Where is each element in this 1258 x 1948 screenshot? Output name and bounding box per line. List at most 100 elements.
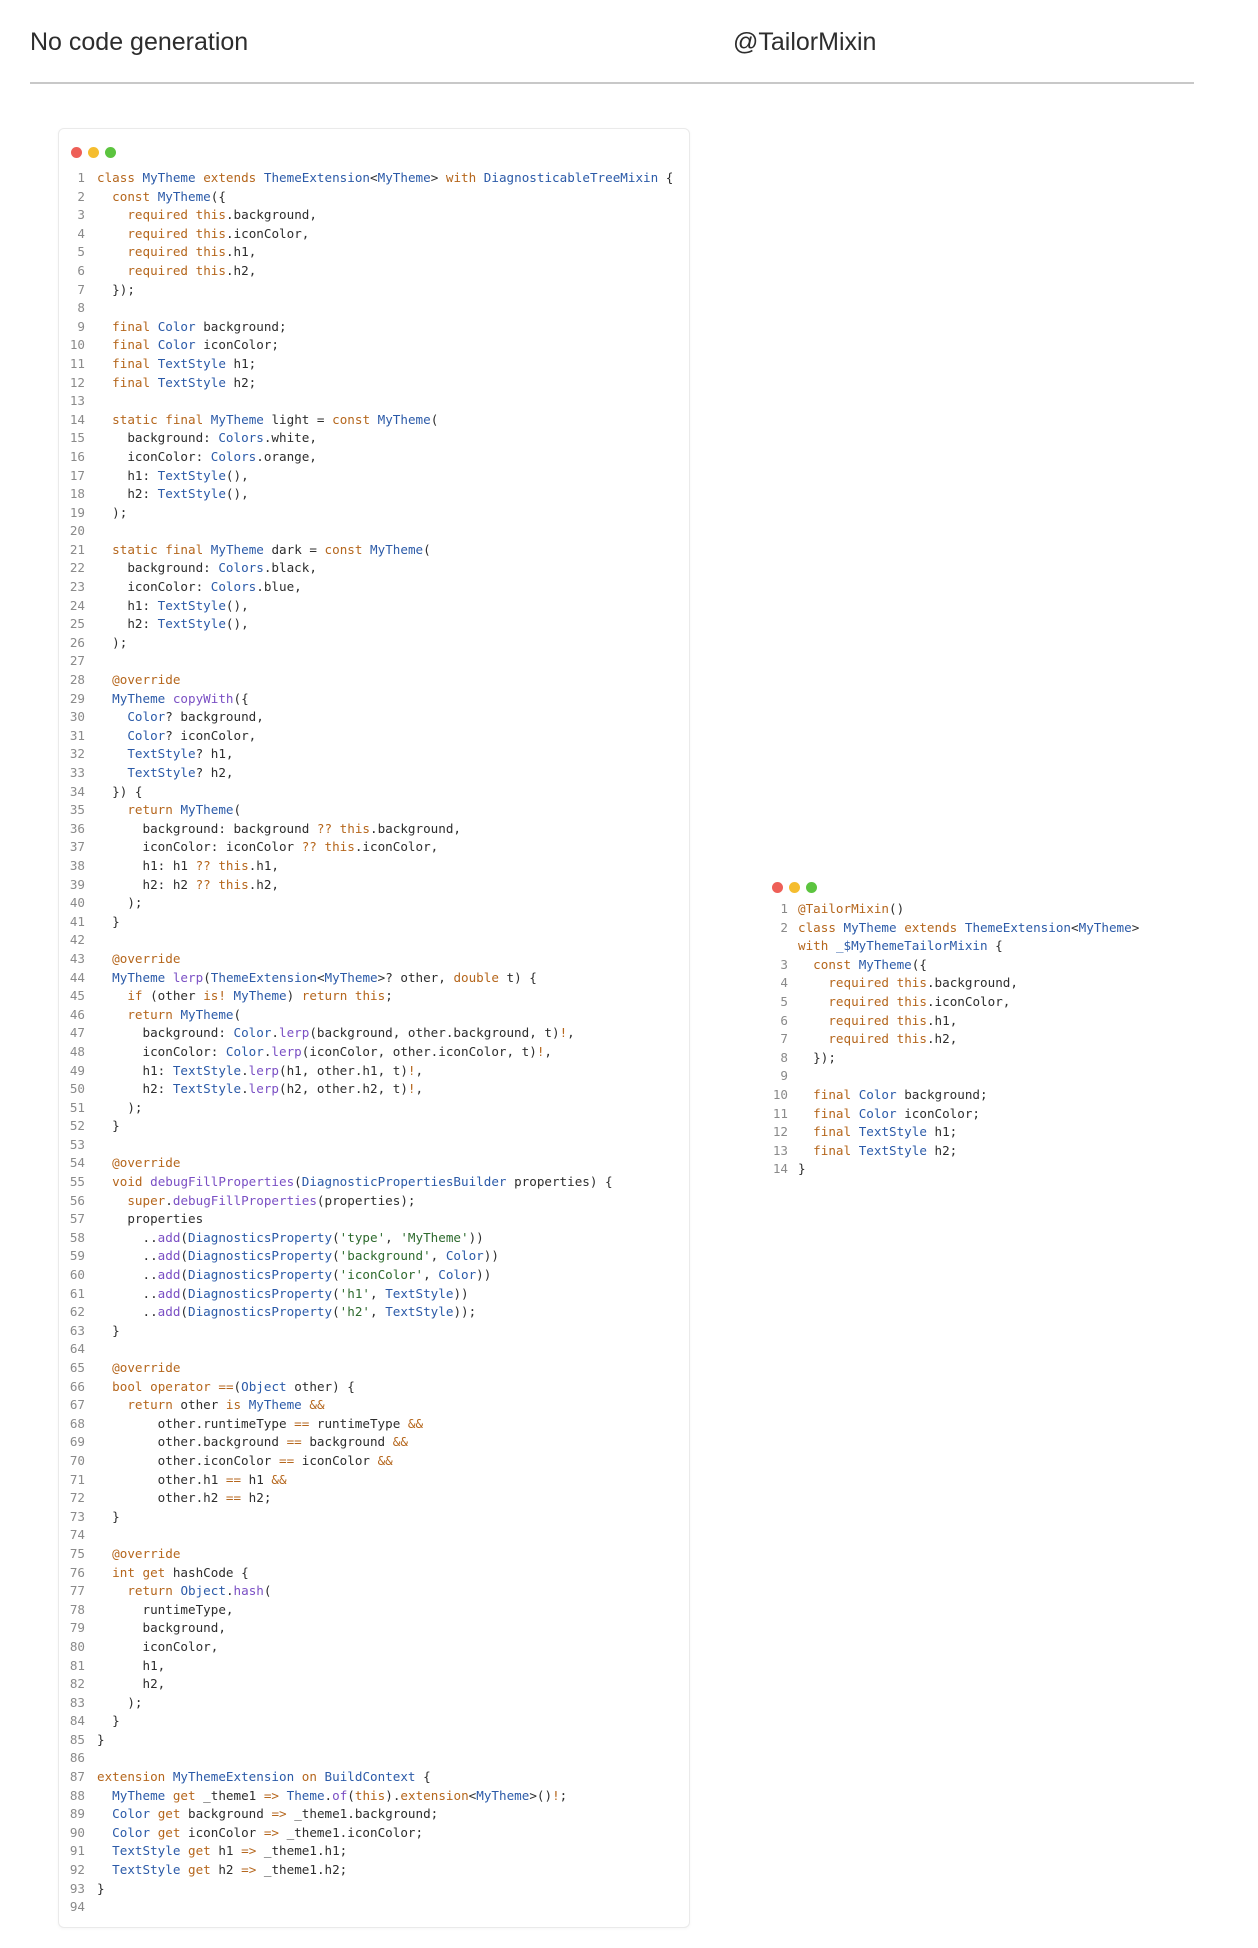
code-line: 31 Color? iconColor, xyxy=(59,727,689,746)
code-text: ..add(DiagnosticsProperty('background', … xyxy=(97,1248,499,1264)
code-text: required this.background, xyxy=(828,975,1018,991)
line-number: 63 xyxy=(69,1322,85,1338)
code-line: 48 iconColor: Color.lerp(iconColor, othe… xyxy=(59,1043,689,1062)
line-number: 52 xyxy=(69,1118,85,1134)
code-line: 86 xyxy=(59,1749,689,1768)
line-number: 4 xyxy=(77,225,85,241)
code-line: 83 ); xyxy=(59,1694,689,1713)
line-number: 20 xyxy=(69,523,85,539)
minimize-dot-icon xyxy=(88,147,99,158)
line-number: 87 xyxy=(69,1769,85,1785)
line-number: 83 xyxy=(69,1694,85,1710)
code-line: 16 iconColor: Colors.orange, xyxy=(59,448,689,467)
code-line: 33 TextStyle? h2, xyxy=(59,764,689,783)
code-text: } xyxy=(798,1161,806,1177)
code-text: required this.h2, xyxy=(828,1031,958,1047)
line-number: 59 xyxy=(69,1248,85,1264)
code-text: h1: h1 ?? this.h1, xyxy=(97,857,280,873)
line-number: 68 xyxy=(69,1415,85,1431)
code-text: extension MyThemeExtension on BuildConte… xyxy=(97,1769,431,1785)
code-line: 11 final TextStyle h1; xyxy=(59,355,689,374)
line-number: 3 xyxy=(780,956,788,972)
line-number: 89 xyxy=(69,1806,85,1822)
code-line: 11 final Color iconColor; xyxy=(772,1105,1172,1124)
code-text: ..add(DiagnosticsProperty('type', 'MyThe… xyxy=(97,1229,484,1245)
line-number: 10 xyxy=(772,1086,788,1102)
code-line: 9 final Color background; xyxy=(59,318,689,337)
code-text: MyTheme lerp(ThemeExtension<MyTheme>? ot… xyxy=(112,969,537,985)
line-number: 6 xyxy=(77,262,85,278)
code-text: Color get iconColor => _theme1.iconColor… xyxy=(112,1824,424,1840)
code-line: 32 TextStyle? h1, xyxy=(59,745,689,764)
code-line: 7 }); xyxy=(59,281,689,300)
line-number: 33 xyxy=(69,765,85,780)
code-line: 64 xyxy=(59,1340,689,1359)
line-number: 66 xyxy=(69,1378,85,1394)
code-text: final Color background; xyxy=(813,1086,988,1102)
code-line: 66 bool operator ==(Object other) { xyxy=(59,1378,689,1397)
code-line: 74 xyxy=(59,1526,689,1545)
code-text: ..add(DiagnosticsProperty('h2', TextStyl… xyxy=(97,1304,477,1320)
code-text: ); xyxy=(97,634,128,650)
code-text: final TextStyle h2; xyxy=(813,1142,958,1158)
code-line: 24 h1: TextStyle(), xyxy=(59,597,689,616)
line-number: 9 xyxy=(77,318,85,334)
line-number: 7 xyxy=(77,281,85,297)
close-dot-icon xyxy=(772,882,783,893)
line-number: 17 xyxy=(69,467,85,483)
code-text: with _$MyThemeTailorMixin { xyxy=(798,938,1003,954)
code-line: 3 const MyTheme({ xyxy=(772,956,1172,975)
code-text: other.background == background && xyxy=(97,1434,408,1450)
code-line: 53 xyxy=(59,1136,689,1155)
line-number: 53 xyxy=(69,1136,85,1152)
line-number: 90 xyxy=(69,1824,85,1840)
code-line: 85} xyxy=(59,1731,689,1750)
code-line: 40 ); xyxy=(59,894,689,913)
code-line: 81 h1, xyxy=(59,1657,689,1676)
code-line: 89 Color get background => _theme1.backg… xyxy=(59,1805,689,1824)
code-line: 52 } xyxy=(59,1117,689,1136)
line-number: 18 xyxy=(69,486,85,502)
code-text: h2: TextStyle.lerp(h2, other.h2, t)!, xyxy=(97,1081,424,1097)
line-number: 73 xyxy=(69,1508,85,1524)
line-number: 5 xyxy=(77,244,85,260)
line-number: 5 xyxy=(780,993,788,1009)
code-text: static final MyTheme dark = const MyThem… xyxy=(112,541,431,557)
code-line: 46 return MyTheme( xyxy=(59,1006,689,1025)
code-line: 69 other.background == background && xyxy=(59,1433,689,1452)
code-text: required this.background, xyxy=(127,207,317,223)
line-number: 29 xyxy=(69,690,85,706)
line-number: 22 xyxy=(69,560,85,576)
code-line: 87 extension MyThemeExtension on BuildCon… xyxy=(59,1768,689,1787)
code-line: 47 background: Color.lerp(background, ot… xyxy=(59,1024,689,1043)
code-text: TextStyle? h1, xyxy=(127,746,234,762)
code-line: 20 xyxy=(59,522,689,541)
line-number: 69 xyxy=(69,1434,85,1450)
code-text: MyTheme get _theme1 => Theme.of(this).ex… xyxy=(112,1787,568,1803)
code-line: 54 @override xyxy=(59,1154,689,1173)
line-number: 65 xyxy=(69,1360,85,1375)
code-text: iconColor: iconColor ?? this.iconColor, xyxy=(97,839,439,855)
code-text: int get hashCode { xyxy=(112,1564,249,1580)
code-line: 8 xyxy=(59,299,689,318)
code-line: 13 xyxy=(59,392,689,411)
code-text: if (other is! MyTheme) return this; xyxy=(127,988,393,1004)
code-line: 70 other.iconColor == iconColor && xyxy=(59,1452,689,1471)
code-text: } xyxy=(97,1508,120,1524)
code-line: 56 super.debugFillProperties(properties)… xyxy=(59,1192,689,1211)
code-line: 93} xyxy=(59,1880,689,1899)
code-text: Color? iconColor, xyxy=(127,727,257,743)
code-text: background: Colors.white, xyxy=(97,430,317,446)
line-number: 36 xyxy=(69,820,85,836)
line-number: 48 xyxy=(69,1043,85,1059)
code-line: 61 ..add(DiagnosticsProperty('h1', TextS… xyxy=(59,1285,689,1304)
code-text: class MyTheme extends ThemeExtension<MyT… xyxy=(798,919,1140,935)
code-line: 75 @override xyxy=(59,1545,689,1564)
line-number: 88 xyxy=(69,1787,85,1803)
line-number: 94 xyxy=(69,1899,85,1915)
code-line: 21 static final MyTheme dark = const MyT… xyxy=(59,541,689,560)
code-line: 22 background: Colors.black, xyxy=(59,559,689,578)
zoom-dot-icon xyxy=(105,147,116,158)
line-number: 93 xyxy=(69,1880,85,1896)
